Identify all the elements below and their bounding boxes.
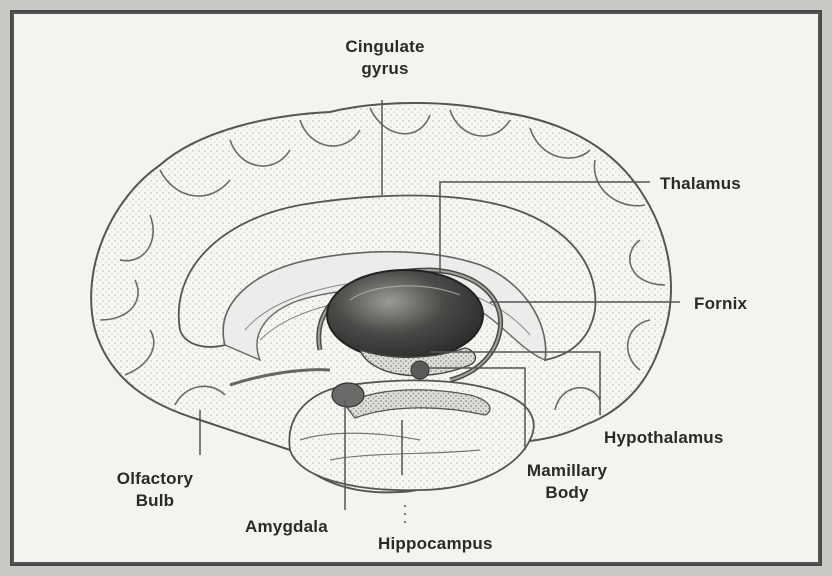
amygdala-shape (332, 383, 364, 407)
hippocampus-label: Hippocampus (378, 533, 493, 555)
mamillary-body-label: Mamillary Body (512, 460, 622, 504)
cingulate-gyrus-label-line2: gyrus (330, 58, 440, 80)
amygdala-label: Amygdala (245, 516, 328, 538)
olfactory-bulb-label-line1: Olfactory (100, 468, 210, 490)
mamillary-body-label-line2: Body (512, 482, 622, 504)
fornix-label: Fornix (694, 293, 747, 315)
thalamus-label: Thalamus (660, 173, 741, 195)
hypothalamus-label: Hypothalamus (604, 427, 724, 449)
olfactory-bulb-label: Olfactory Bulb (100, 468, 210, 512)
mamillary-body-label-line1: Mamillary (512, 460, 622, 482)
thalamus-shape (327, 270, 483, 360)
mamillary-body-shape (411, 361, 429, 379)
cingulate-gyrus-label: Cingulate gyrus (330, 36, 440, 80)
cingulate-gyrus-label-line1: Cingulate (330, 36, 440, 58)
olfactory-bulb-label-line2: Bulb (100, 490, 210, 512)
